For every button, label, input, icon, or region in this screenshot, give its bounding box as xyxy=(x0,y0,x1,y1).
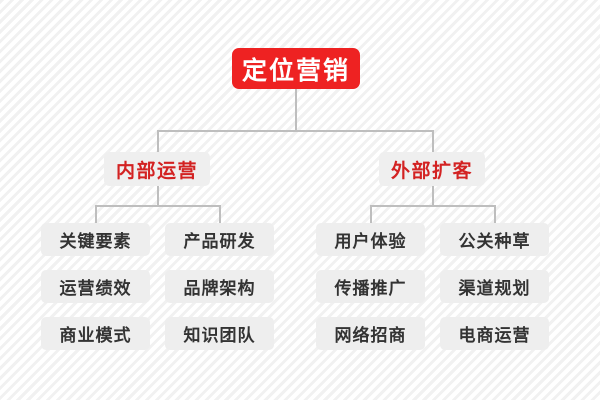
leaf-node-label: 网络招商 xyxy=(334,326,407,346)
branch-node-label: 内部运营 xyxy=(115,159,198,182)
connector-to-branch-1 xyxy=(157,130,159,153)
leaf-node[interactable]: 商业模式 xyxy=(41,317,150,350)
leaf-node-label: 关键要素 xyxy=(59,232,132,252)
leaf-node[interactable]: 传播推广 xyxy=(316,270,425,303)
leaf-node-label: 公关种草 xyxy=(458,232,531,252)
leaf-node-label: 知识团队 xyxy=(183,326,256,346)
connector-branch-1-col-2 xyxy=(219,205,221,223)
leaf-node-label: 产品研发 xyxy=(183,232,256,252)
leaf-node[interactable]: 渠道规划 xyxy=(440,270,549,303)
root-node-label: 定位营销 xyxy=(241,55,350,85)
leaf-node[interactable]: 知识团队 xyxy=(165,317,274,350)
leaf-node[interactable]: 网络招商 xyxy=(316,317,425,350)
connector-branch-1-stem xyxy=(157,185,159,206)
leaf-node[interactable]: 品牌架构 xyxy=(165,270,274,303)
leaf-node[interactable]: 电商运营 xyxy=(440,317,549,350)
leaf-node[interactable]: 公关种草 xyxy=(440,223,549,256)
leaf-node[interactable]: 运营绩效 xyxy=(41,270,150,303)
connector-level2-spine xyxy=(157,130,434,132)
connector-branch-1-spine xyxy=(95,205,221,207)
leaf-node[interactable]: 用户体验 xyxy=(316,223,425,256)
leaf-node-label: 电商运营 xyxy=(458,326,531,346)
connector-branch-2-col-1 xyxy=(370,205,372,223)
connector-root-stem xyxy=(295,88,297,132)
connector-branch-1-col-1 xyxy=(95,205,97,223)
leaf-node-label: 传播推广 xyxy=(334,279,407,299)
leaf-node-label: 渠道规划 xyxy=(458,279,531,299)
connector-branch-2-col-2 xyxy=(494,205,496,223)
leaf-node-label: 商业模式 xyxy=(59,326,132,346)
leaf-node[interactable]: 关键要素 xyxy=(41,223,150,256)
leaf-node-label: 运营绩效 xyxy=(59,279,132,299)
connector-branch-2-spine xyxy=(370,205,496,207)
root-node[interactable]: 定位营销 xyxy=(232,48,360,89)
leaf-node[interactable]: 产品研发 xyxy=(165,223,274,256)
branch-node-label: 外部扩客 xyxy=(390,159,473,182)
leaf-node-label: 用户体验 xyxy=(334,232,407,252)
branch-node-internal-operations[interactable]: 内部运营 xyxy=(104,152,210,186)
branch-node-external-expansion[interactable]: 外部扩客 xyxy=(379,152,485,186)
leaf-node-label: 品牌架构 xyxy=(183,279,256,299)
connector-branch-2-stem xyxy=(432,185,434,206)
connector-to-branch-2 xyxy=(432,130,434,153)
